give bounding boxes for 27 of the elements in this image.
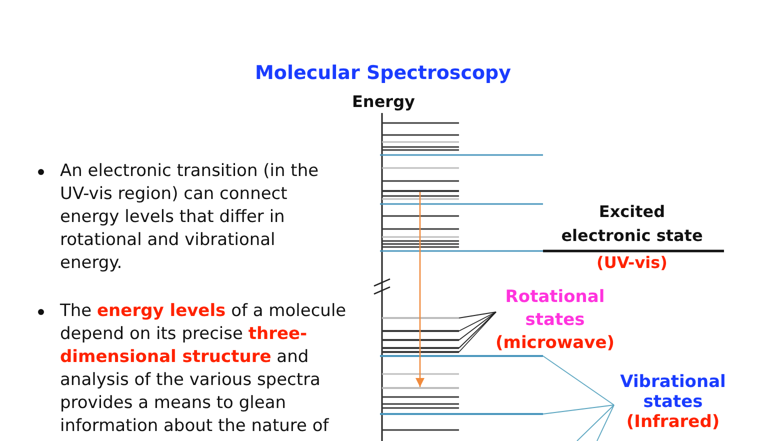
bullet-text: An electronic transition (in the UV-vis region) can connect energy levels that differ in rotational and vibrational energy. [60,160,320,275]
energy-level-line [380,413,543,415]
energy-level-line [382,339,459,341]
leader-line [458,312,496,318]
diagram-title: Molecular Spectroscopy [254,61,512,86]
region-label: (Infrared) [626,412,720,432]
bullet-text: The energy levels of a molecule depend on its precise three-dimensional structure and analysis of the various spectra provides a means to glean information about the nature of [60,300,348,438]
state-label: Excited electronic state [560,201,704,247]
energy-level-line [382,347,459,349]
region-label: (microwave) [496,332,615,355]
energy-level-line [382,317,459,319]
state-label: Rotational states [504,286,606,332]
leader-line [458,312,496,340]
energy-level-line [380,355,543,357]
leader-line [458,312,496,332]
energy-level-line [382,190,459,192]
leader-line [542,404,614,414]
energy-level-line [382,330,459,332]
transition-arrow [416,192,424,387]
leader-line [576,404,614,441]
state-label: Vibrational states [619,372,727,412]
energy-level-line [382,351,459,353]
axis-label: Energy [352,92,415,112]
leader-line [596,404,614,441]
energy-level-line [382,387,459,389]
region-label: (UV-vis) [596,253,668,273]
leader-line [542,356,614,406]
